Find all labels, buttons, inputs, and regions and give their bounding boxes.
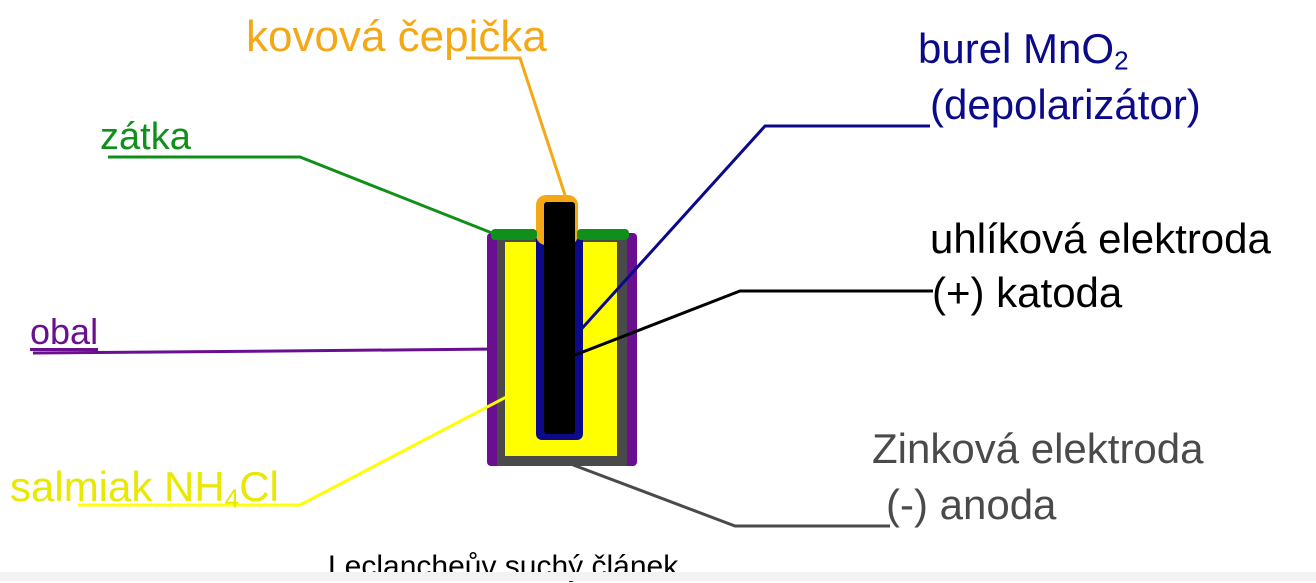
zinc-leader-line	[559, 458, 890, 528]
carbon-electrode-label-line2: (+) katoda	[932, 269, 1123, 316]
salmiak-label-post: Cl	[239, 463, 279, 510]
carbon-electrode-shape	[544, 202, 575, 434]
salmiak-label-pre: salmiak NH	[10, 463, 225, 510]
salmiak-leader-line	[78, 393, 511, 507]
mno2-label-main: burel MnO	[918, 25, 1115, 72]
stopper-shape-left	[491, 229, 537, 240]
salmiak-label-subscript: 4	[224, 483, 240, 514]
mno2-label: burel MnO2	[918, 28, 1129, 74]
stopper-label: zátka	[100, 116, 191, 158]
carbon-leader-line	[574, 289, 933, 357]
casing-label: obal	[30, 311, 99, 352]
carbon-electrode-label-line1: uhlíková elektroda	[930, 215, 1271, 262]
stopper-leader-line	[108, 155, 493, 235]
bottom-strip	[0, 572, 1316, 581]
mno2-label-line2: (depolarizátor)	[930, 81, 1201, 128]
mno2-label-subscript: 2	[1114, 45, 1129, 76]
cap-label: kovová čepička	[246, 12, 547, 61]
cap-leader-line	[466, 56, 567, 196]
casing-leader-line	[32, 347, 498, 355]
zinc-electrode-label-line1: Zinková elektroda	[872, 425, 1204, 472]
zinc-electrode-label-line2: (-) anoda	[886, 481, 1057, 528]
mno2-leader-line	[574, 124, 930, 337]
stopper-shape-right	[577, 229, 629, 240]
salmiak-label: salmiak NH4Cl	[10, 466, 279, 512]
